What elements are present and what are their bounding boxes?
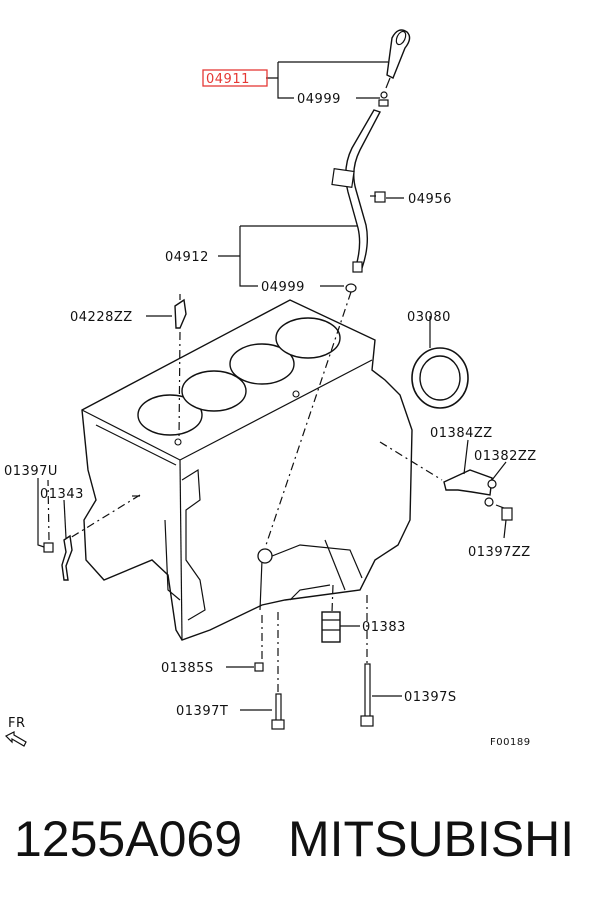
label-01383[interactable]: 01383 bbox=[362, 620, 406, 635]
leader-lines bbox=[37, 61, 507, 711]
bolt-01397zz bbox=[501, 507, 513, 521]
figure-code: F00189 bbox=[490, 737, 531, 748]
label-01397zz[interactable]: 01397ZZ bbox=[468, 545, 531, 560]
parts-diagram: 04911 04999 04956 04912 04999 04228ZZ 03… bbox=[4, 29, 537, 748]
plug-04228zz bbox=[174, 294, 187, 329]
front-arrow-icon bbox=[4, 731, 27, 747]
part-caption: 1255A069 MITSUBISHI bbox=[14, 804, 594, 874]
label-01397u[interactable]: 01397U bbox=[4, 464, 58, 479]
part-number: 1255A069 bbox=[14, 811, 243, 867]
front-marker-label: FR bbox=[8, 716, 26, 731]
bolt-01397s bbox=[360, 663, 374, 727]
plug-01385s bbox=[254, 662, 264, 672]
label-04228zz[interactable]: 04228ZZ bbox=[70, 310, 133, 325]
label-01384zz[interactable]: 01384ZZ bbox=[430, 426, 493, 441]
bracket-01384zz bbox=[443, 469, 497, 496]
cylinder-block bbox=[81, 299, 413, 641]
label-04999-lower[interactable]: 04999 bbox=[261, 280, 305, 295]
assembly-lines bbox=[47, 291, 505, 692]
bolt-01397u bbox=[43, 542, 54, 553]
label-01382zz[interactable]: 01382ZZ bbox=[474, 449, 537, 464]
brand-name: MITSUBISHI bbox=[288, 811, 575, 867]
dipstick-tube bbox=[331, 109, 382, 293]
label-01397s[interactable]: 01397S bbox=[404, 690, 457, 705]
label-04956[interactable]: 04956 bbox=[408, 192, 452, 207]
oil-seal bbox=[411, 347, 469, 409]
oil-jet bbox=[61, 534, 73, 581]
label-04911[interactable]: 04911 bbox=[206, 72, 250, 87]
label-04912[interactable]: 04912 bbox=[165, 250, 209, 265]
label-01385s[interactable]: 01385S bbox=[161, 661, 214, 676]
oil-dipstick bbox=[378, 29, 411, 107]
label-04999-upper[interactable]: 04999 bbox=[297, 92, 341, 107]
front-marker: FR bbox=[4, 716, 27, 747]
oil-filter-nipple bbox=[321, 611, 341, 643]
highlight-box bbox=[202, 69, 268, 87]
label-03080[interactable]: 03080 bbox=[407, 310, 451, 325]
bolt-01397t bbox=[271, 693, 285, 730]
label-01343[interactable]: 01343 bbox=[40, 487, 84, 502]
bolt-04956 bbox=[370, 191, 386, 203]
label-01397t[interactable]: 01397T bbox=[176, 704, 228, 719]
o-ring-01382zz bbox=[484, 497, 494, 507]
